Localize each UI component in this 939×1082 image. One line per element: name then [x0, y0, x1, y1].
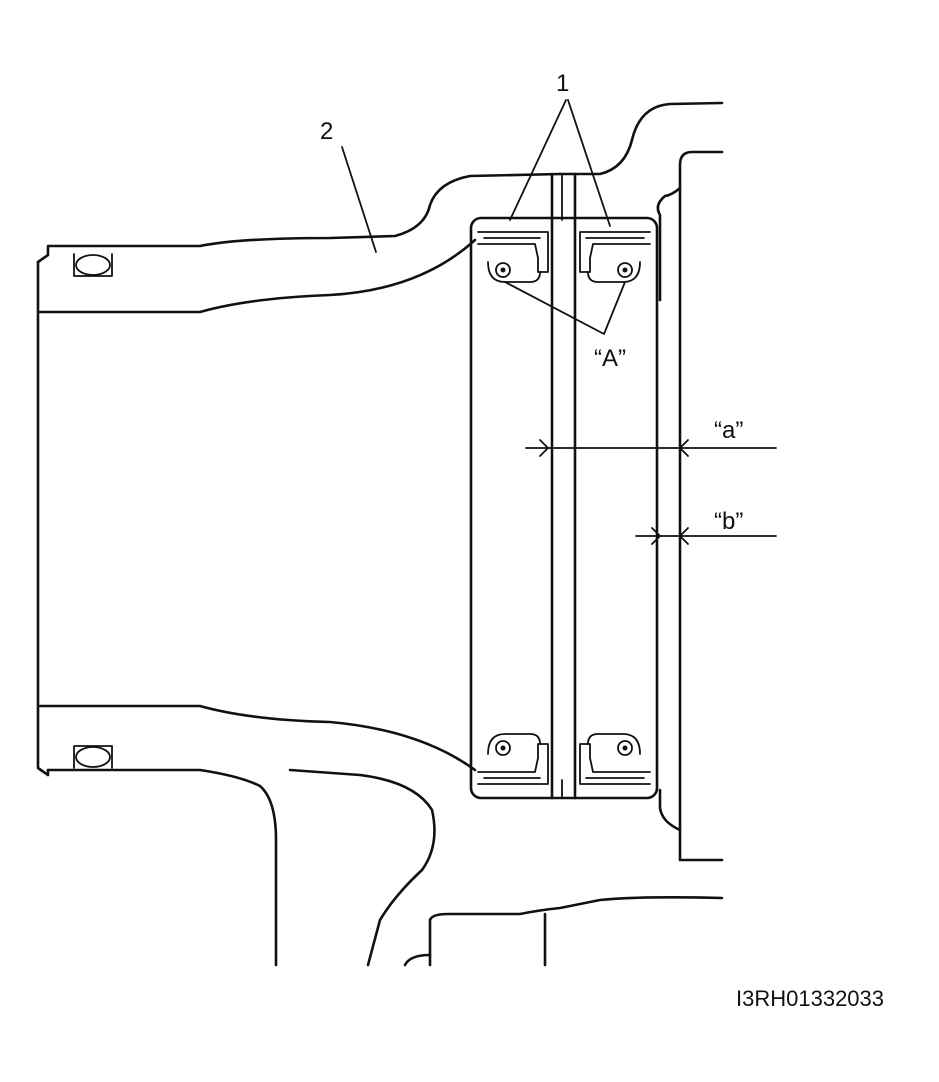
- oring-groove-top: [73, 253, 113, 277]
- leader-lines: [341, 99, 626, 335]
- dimension-b-label: “b”: [714, 508, 744, 535]
- seal-lip-top-left: [477, 231, 549, 283]
- seal-lip-bottom-left: [477, 733, 549, 785]
- dimension-a-label: “a”: [714, 417, 744, 444]
- part-1-label: 1: [556, 70, 570, 97]
- seal-lip-bottom-right: [579, 733, 651, 785]
- detail-a-label: “A”: [594, 345, 626, 372]
- dimension-a: [525, 439, 777, 457]
- part-2-label: 2: [320, 118, 334, 145]
- housing-outline: [36, 101, 724, 967]
- seal-lip-top-right: [579, 231, 651, 283]
- seal-assembly: [469, 172, 659, 800]
- figure-id: I3RH01332033: [736, 986, 885, 1011]
- oring-groove-bottom: [73, 745, 113, 769]
- dimension-b: [635, 527, 777, 545]
